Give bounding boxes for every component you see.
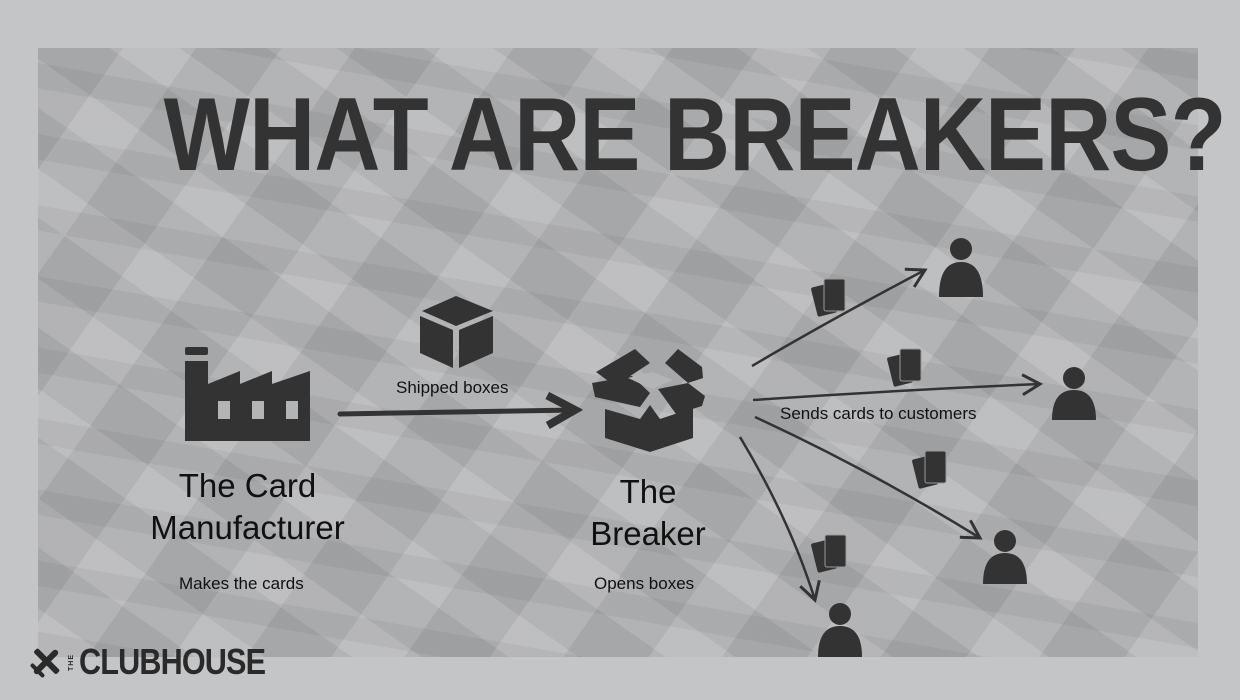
manufacturer-caption: Makes the cards [179, 574, 304, 593]
cards-icon [811, 534, 847, 573]
breaker-caption: Opens boxes [594, 574, 695, 593]
open-box-icon [592, 349, 705, 452]
breaker-title: The Breaker [578, 471, 718, 555]
user-icon [818, 603, 862, 657]
closed-box-icon [420, 296, 493, 368]
airplane-logo-icon [30, 648, 60, 678]
arrow-customer-2 [752, 373, 1044, 402]
factory-icon [185, 347, 310, 441]
user-icon [1052, 367, 1096, 420]
user-icon [983, 530, 1027, 584]
logo-name: CLUBHOUSE [79, 641, 266, 682]
arrow-customer-4 [738, 436, 821, 603]
user-icon [939, 238, 983, 297]
arrow-customer-1 [751, 267, 928, 368]
breaker-title-line2: Breaker [590, 515, 706, 552]
manufacturer-title-line1: The Card [178, 467, 317, 504]
cards-icon [811, 278, 846, 317]
background-panel [38, 48, 1198, 657]
arrow-customer-3 [754, 415, 983, 540]
cards-icon [912, 450, 947, 489]
cards-icon [887, 348, 922, 387]
clubhouse-logo: THE CLUBHOUSE [26, 640, 298, 684]
manufacturer-title-line2: Manufacturer [150, 509, 345, 546]
breaker-title-line1: The [619, 473, 677, 510]
page-title: WHAT ARE BREAKERS? [163, 77, 1227, 193]
manufacturer-title: The Card Manufacturer [140, 465, 355, 549]
sends-cards-label: Sends cards to customers [780, 404, 977, 423]
shipped-boxes-label: Shipped boxes [396, 378, 509, 397]
arrow-ship [337, 410, 575, 414]
logo-prefix: THE [68, 653, 75, 671]
